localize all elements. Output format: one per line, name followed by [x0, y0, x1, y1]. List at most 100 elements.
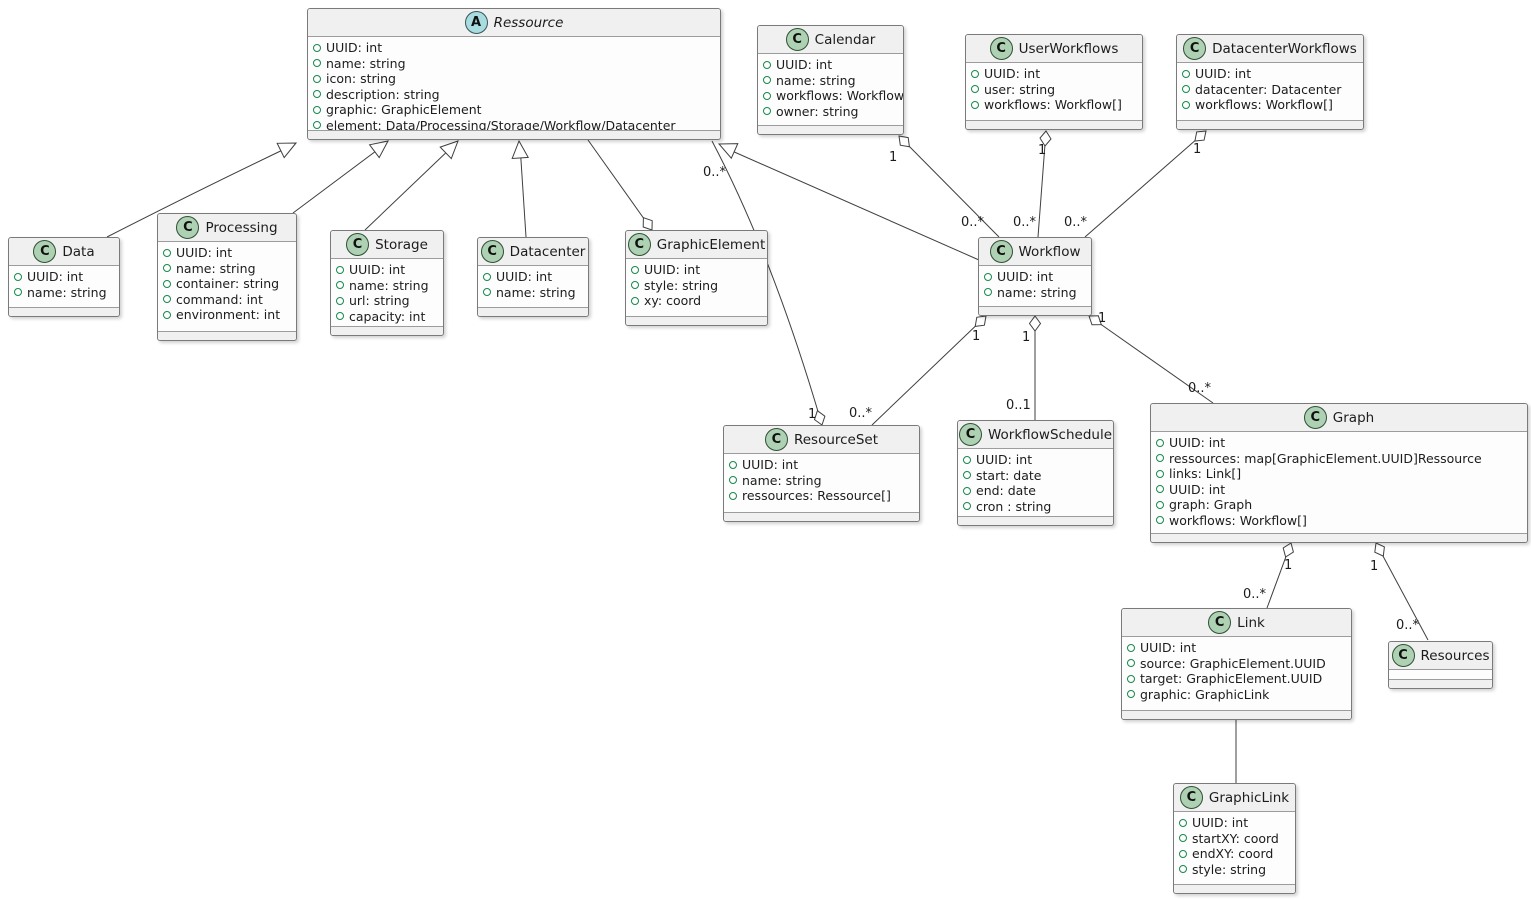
field-visibility-icon	[984, 272, 992, 281]
multiplicity-label: 1	[808, 407, 816, 422]
field-visibility-icon	[313, 121, 321, 130]
inheritance-triangle-icon	[439, 140, 459, 160]
attribute: UUID: int	[1156, 482, 1522, 498]
class-icon: C	[1303, 406, 1327, 429]
class-icon: C	[627, 233, 651, 256]
class-header: C Data	[9, 238, 119, 266]
attribute: name: string	[984, 285, 1086, 301]
field-visibility-icon	[963, 486, 971, 495]
methods-compartment	[758, 125, 903, 134]
multiplicity-label: 1	[972, 329, 980, 344]
abstract-class-icon: A	[464, 11, 488, 34]
methods-compartment	[331, 326, 443, 335]
attribute: endXY: coord	[1179, 846, 1290, 862]
class-icon: C	[989, 240, 1013, 263]
class-icon: C	[33, 240, 57, 263]
attribute-text: workflows: Workflow[]	[776, 88, 903, 103]
edge-datacenter-ressource	[519, 144, 527, 238]
field-visibility-icon	[163, 264, 171, 273]
multiplicity-label: 1	[1022, 330, 1030, 345]
attribute-text: workflows: Workflow[]	[984, 97, 1122, 112]
inheritance-triangle-icon	[368, 140, 389, 159]
class-name: WorkflowSchedule	[987, 426, 1113, 443]
class-name: Calendar	[814, 31, 876, 48]
attribute-text: name: string	[349, 277, 429, 293]
attribute-text: name: string	[326, 55, 406, 71]
attribute: datacenter: Datacenter	[1182, 82, 1358, 98]
field-visibility-icon	[336, 296, 344, 305]
multiplicity-label: 1	[1098, 311, 1106, 326]
edge-storage-ressource	[364, 144, 455, 231]
attribute-text: description: string	[326, 86, 440, 102]
field-visibility-icon	[313, 74, 321, 83]
edge-processing-ressource	[292, 144, 385, 214]
field-visibility-icon	[984, 288, 992, 297]
attribute: url: string	[336, 293, 438, 309]
class-name: Storage	[375, 236, 428, 253]
edge-calendar-workflow	[898, 135, 1000, 238]
methods-compartment	[1122, 710, 1351, 719]
attribute: UUID: int	[14, 269, 114, 285]
attribute-text: source: GraphicElement.UUID	[1140, 655, 1326, 671]
aggregation-diamond-icon	[642, 217, 653, 231]
attribute: UUID: int	[1156, 435, 1522, 451]
field-visibility-icon	[1127, 690, 1135, 699]
field-visibility-icon	[1156, 500, 1164, 509]
class-name: GraphicElement	[656, 236, 766, 253]
attribute-text: UUID: int	[27, 269, 84, 284]
field-visibility-icon	[729, 460, 737, 469]
class-name: Graph	[1332, 409, 1375, 426]
attribute: start: date	[963, 468, 1108, 484]
attribute: startXY: coord	[1179, 831, 1290, 847]
multiplicity-label: 0..*	[849, 406, 873, 421]
attribute-text: style: string	[644, 277, 719, 293]
attribute-text: url: string	[349, 293, 410, 308]
attribute: name: string	[14, 285, 114, 301]
field-visibility-icon	[971, 85, 979, 94]
attribute-text: UUID: int	[1192, 815, 1249, 830]
attribute: element: Data/Processing/Storage/Workflo…	[313, 118, 715, 130]
attribute: UUID: int	[483, 269, 583, 285]
attribute-text: name: string	[776, 72, 856, 88]
attribute: UUID: int	[631, 262, 762, 278]
field-visibility-icon	[313, 90, 321, 99]
methods-compartment	[966, 120, 1142, 129]
attribute-text: graphic: GraphicLink	[1140, 686, 1270, 702]
edge-workflow-resourceset	[871, 315, 987, 426]
multiplicity-label: 1	[889, 150, 897, 165]
field-visibility-icon	[631, 296, 639, 305]
class-header: A Ressource	[308, 9, 720, 37]
class-name: Resources	[1420, 647, 1490, 664]
attribute: links: Link[]	[1156, 466, 1522, 482]
field-visibility-icon	[971, 100, 979, 109]
multiplicity-label: 1	[1193, 142, 1201, 157]
class-name: Data	[62, 243, 95, 260]
field-visibility-icon	[1156, 516, 1164, 525]
attribute-text: ressources: map[GraphicElement.UUID]Ress…	[1169, 450, 1482, 466]
field-visibility-icon	[763, 91, 771, 100]
attribute: ressources: map[GraphicElement.UUID]Ress…	[1156, 451, 1522, 467]
attribute-text: UUID: int	[976, 452, 1033, 467]
attribute: workflows: Workflow[]	[763, 88, 903, 104]
attribute: capacity: int	[336, 309, 438, 325]
field-visibility-icon	[729, 476, 737, 485]
aggregation-diamond-icon	[1374, 542, 1385, 557]
class-name: Ressource	[493, 14, 564, 31]
attribute-text: UUID: int	[1169, 435, 1226, 450]
field-visibility-icon	[963, 502, 971, 511]
field-visibility-icon	[14, 272, 22, 281]
multiplicity-label: 1	[1038, 143, 1046, 158]
field-visibility-icon	[163, 248, 171, 257]
edge-graph-resources	[1375, 542, 1429, 641]
class-icon: C	[346, 233, 370, 256]
